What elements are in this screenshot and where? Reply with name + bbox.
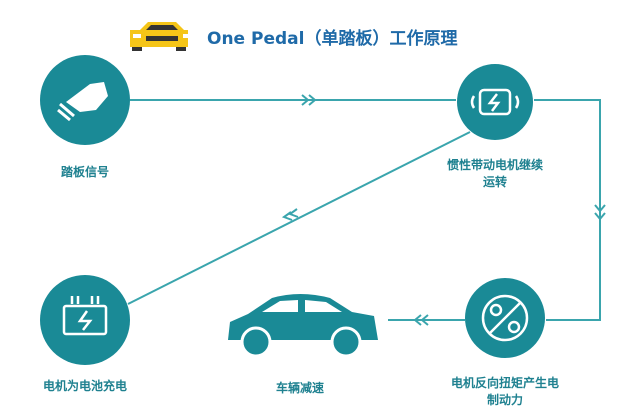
battery-charging-icon: [62, 296, 108, 336]
torque-label-line: 电机反向扭矩产生电: [450, 376, 560, 390]
connector-lines: [127, 99, 601, 321]
motor-label-line: 运转: [482, 175, 508, 189]
pedal-node: [40, 55, 130, 145]
battery-label: 电机为电池充电: [42, 379, 128, 393]
foot-pedal-icon: [57, 82, 108, 122]
page-title: One Pedal（单踏板）工作原理: [207, 29, 458, 49]
torque-label-line: 制动力: [486, 393, 524, 407]
torque-label: 电机反向扭矩产生电 制动力: [451, 375, 559, 409]
car-label: 车辆减速: [275, 381, 325, 395]
motor-label: 惯性带动电机继续 运转: [447, 157, 543, 191]
car-icon: [228, 294, 378, 358]
gears-icon: [481, 294, 529, 342]
motor-node: [457, 64, 533, 140]
title-car-icon: [130, 22, 191, 51]
pedal-label: 踏板信号: [60, 165, 110, 179]
motor-icon: [470, 88, 520, 116]
motor-label-line: 惯性带动电机继续: [446, 158, 544, 172]
torque-node: [465, 278, 545, 358]
arrow-icons: [281, 94, 606, 326]
battery-node: [40, 275, 130, 365]
